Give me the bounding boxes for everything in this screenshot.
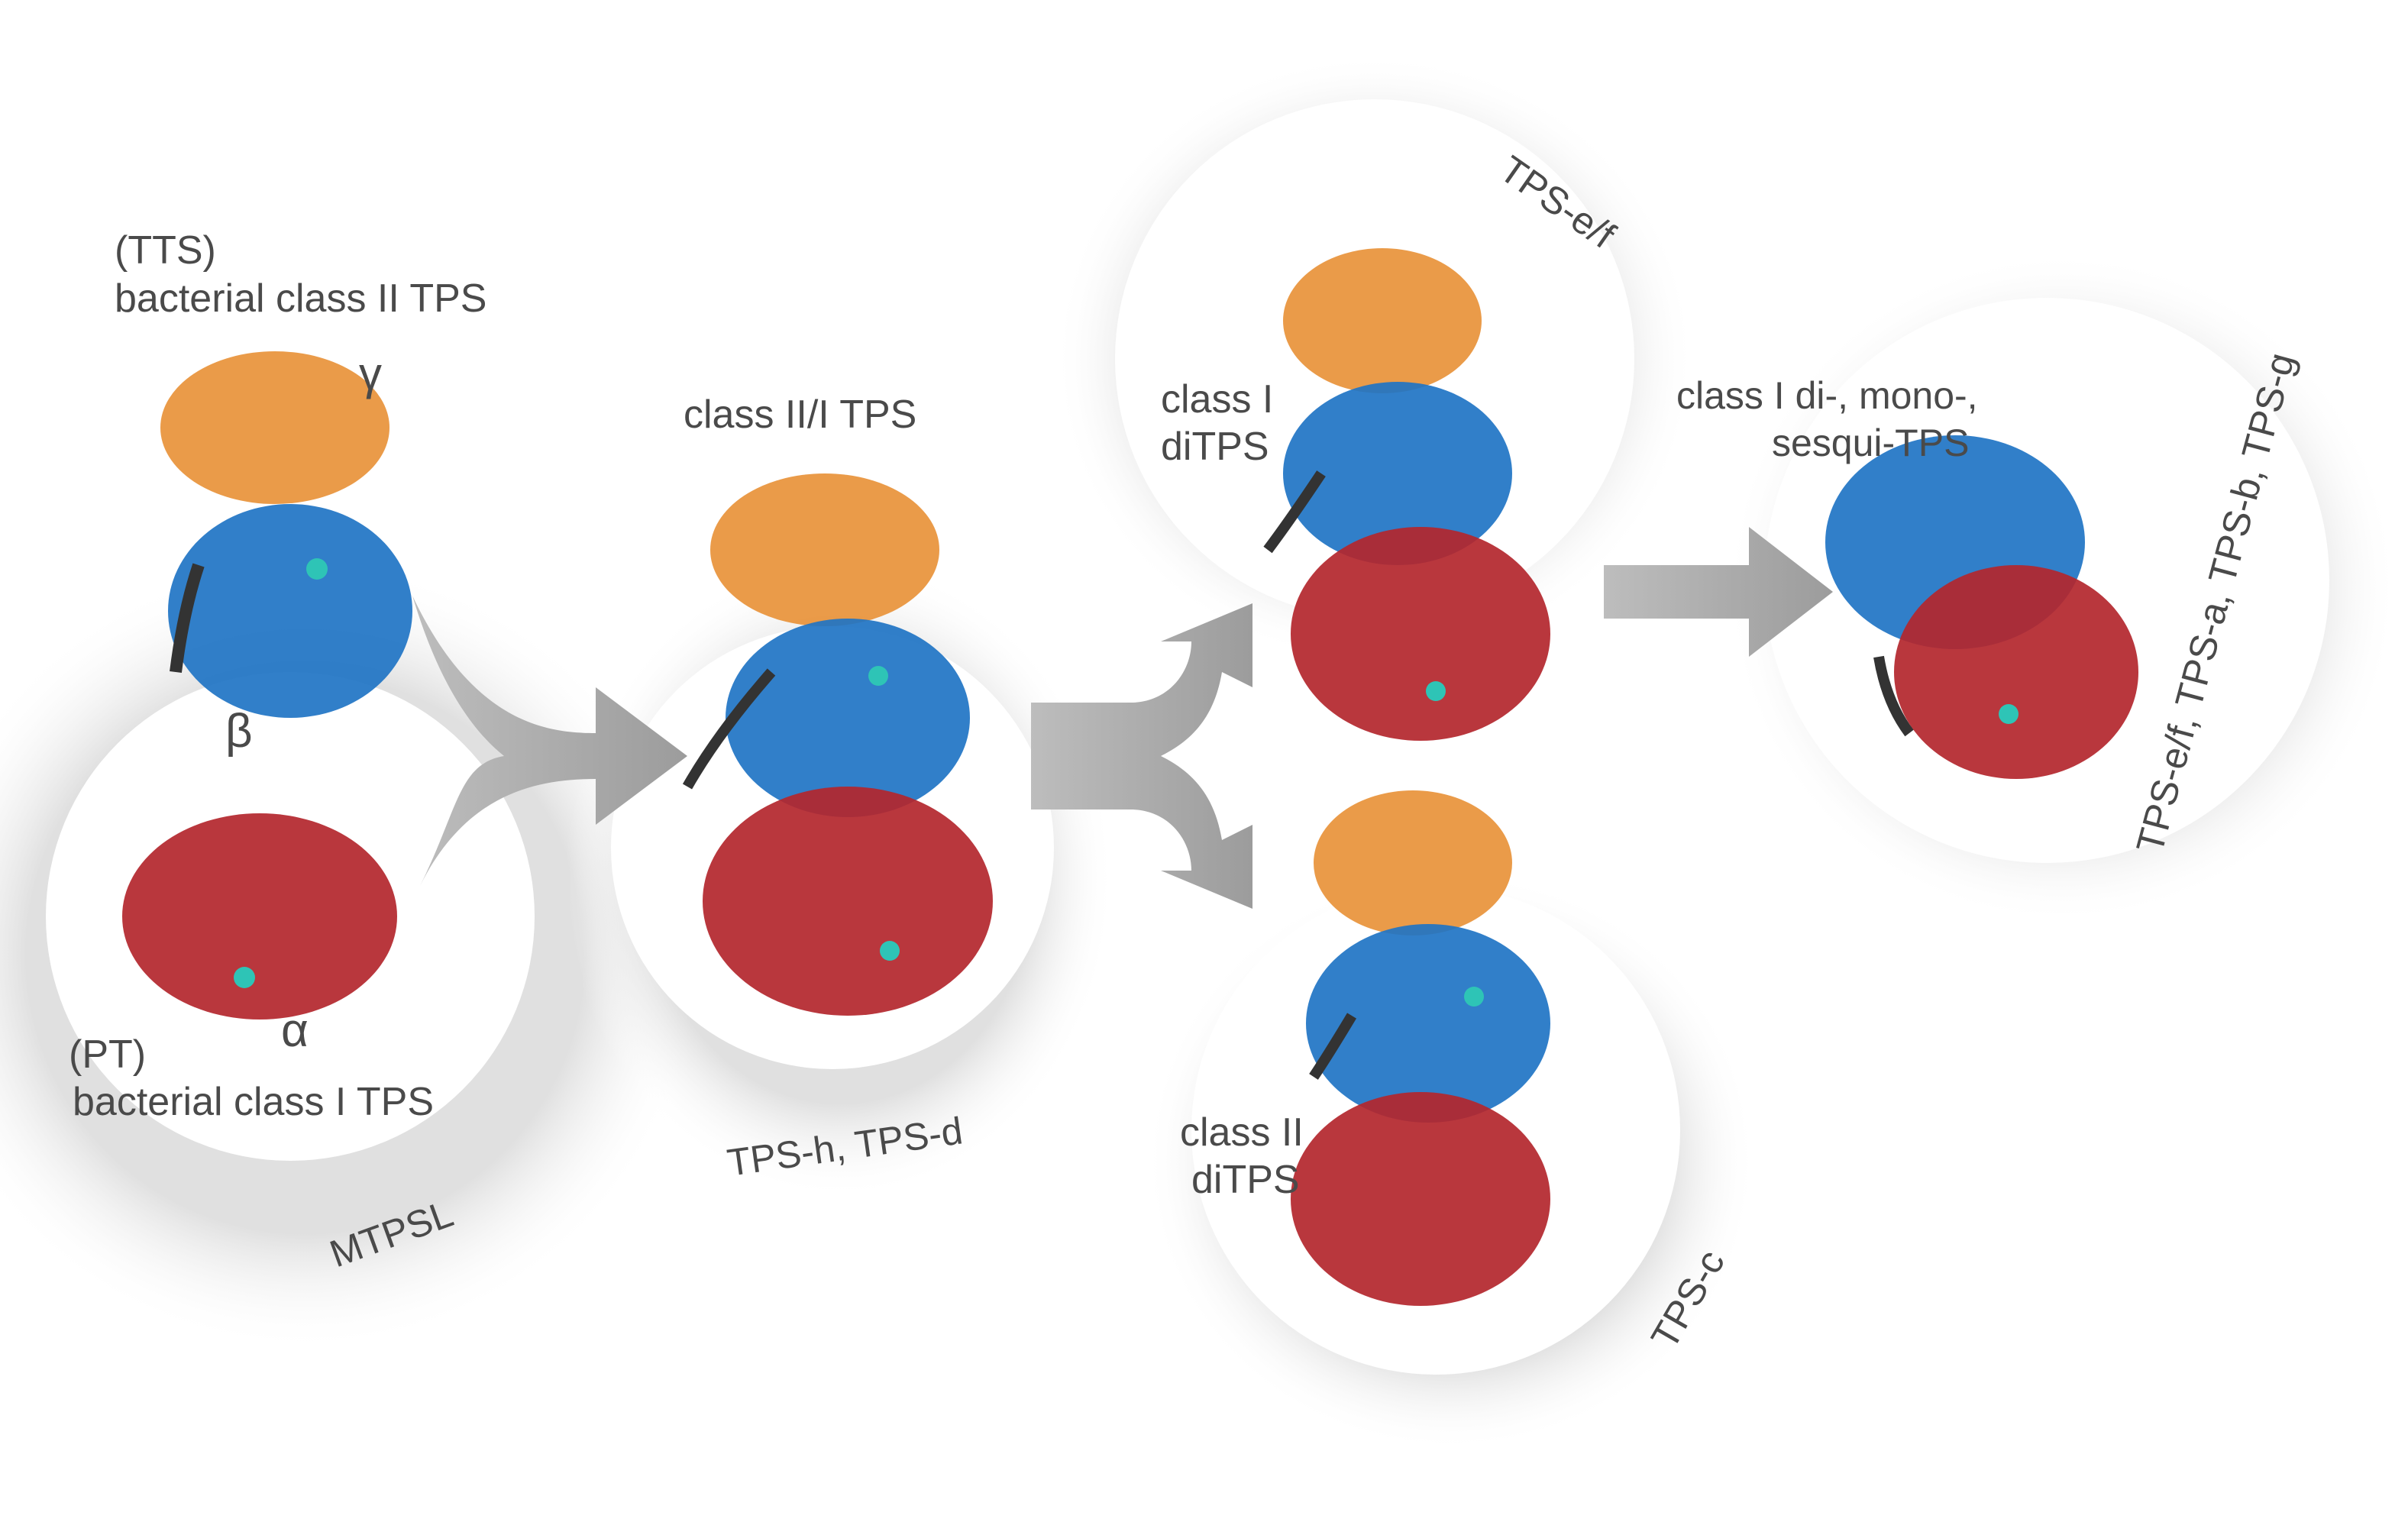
beta-domain-blob <box>1283 382 1512 565</box>
pt-structure <box>122 813 397 1020</box>
pt-label: (PT) <box>69 1032 146 1077</box>
split-arrow <box>1031 603 1252 909</box>
alpha-label: α <box>281 1004 309 1057</box>
linker-helix <box>1309 1013 1357 1080</box>
beta-domain-blob <box>168 504 412 718</box>
ligand-marker <box>868 666 888 686</box>
gamma-label: γ <box>359 348 382 399</box>
gamma-domain-blob <box>1314 790 1512 935</box>
bacterial-class-i-label: bacterial class I TPS <box>73 1080 434 1124</box>
alpha-domain-blob <box>122 813 397 1020</box>
beta-domain-blob <box>726 619 970 817</box>
tts-label: (TTS) <box>115 228 216 273</box>
class-ii-ditps-structure <box>1291 790 1550 1306</box>
gamma-domain-blob <box>160 351 389 504</box>
ligand-marker <box>1426 681 1446 701</box>
linker-helix <box>682 668 776 790</box>
linker-helix <box>170 563 205 673</box>
ligand-marker <box>1464 987 1484 1007</box>
tts-structure <box>160 351 412 718</box>
alpha-domain-blob <box>703 787 993 1016</box>
ligand-marker <box>234 967 255 988</box>
beta-domain-blob <box>1306 924 1550 1123</box>
gamma-domain-blob <box>710 473 939 626</box>
sesqui-tps-label: sesqui-TPS <box>1772 422 1969 464</box>
ditps-bottom-label: diTPS <box>1191 1158 1300 1202</box>
alpha-domain-blob <box>1291 527 1550 741</box>
class-ii-i-label: class II/I TPS <box>684 393 916 437</box>
class-ii-label: class II <box>1180 1110 1304 1155</box>
beta-label: β <box>225 705 253 758</box>
ligand-marker <box>306 558 328 580</box>
alpha-domain-blob <box>1291 1092 1550 1306</box>
class-i-ditps-structure <box>1263 248 1550 741</box>
linker-helix <box>1263 470 1326 554</box>
arrows <box>412 527 1833 909</box>
class-ii-i-structure <box>682 473 993 1016</box>
ditps-top-label: diTPS <box>1161 425 1269 469</box>
class-i-label: class I <box>1161 377 1273 422</box>
class-i-di-mono-label: class I di-, mono-, <box>1676 374 1978 417</box>
bacterial-class-ii-label: bacterial class II TPS <box>115 276 486 321</box>
right-arrow <box>1604 527 1833 657</box>
ligand-marker <box>880 941 900 961</box>
alpha-domain-blob <box>1894 565 2138 779</box>
linker-helix <box>1873 655 1914 737</box>
ligand-marker <box>1999 704 2019 724</box>
gamma-domain-blob <box>1283 248 1482 393</box>
merge-arrow <box>412 596 687 886</box>
class-i-structure <box>1825 435 2138 779</box>
